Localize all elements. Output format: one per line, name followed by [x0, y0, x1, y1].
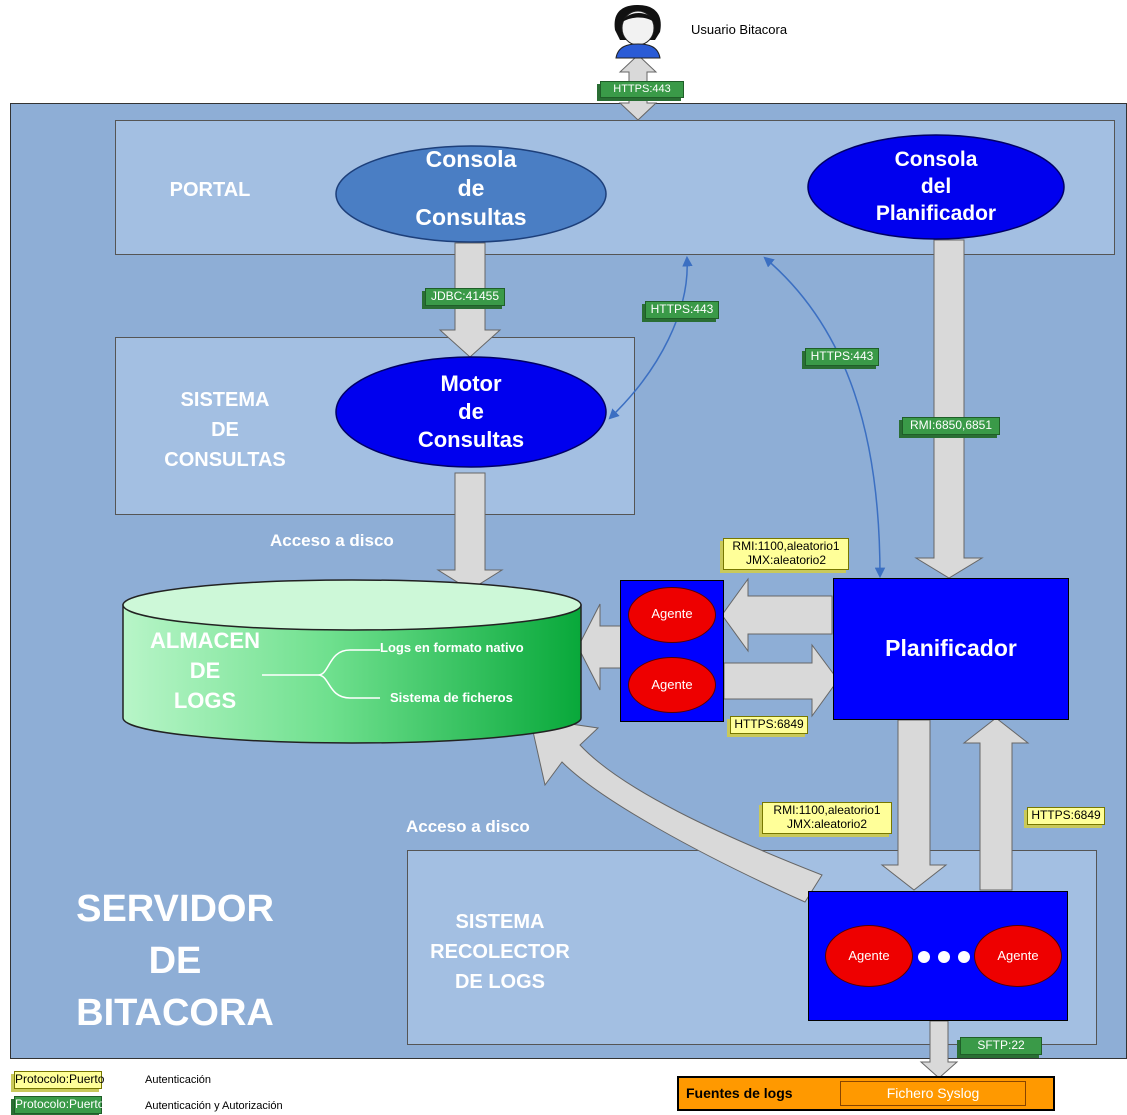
consola-planificador-label[interactable]: Consola del Planificador [875, 148, 997, 225]
tag-https-plan: HTTPS:443 [805, 348, 879, 366]
arrow-agent-to-almacen [577, 603, 623, 691]
tag-rmi-console: RMI:6850,6851 [902, 417, 1000, 435]
legend-yellow-tag: Protocolo:Puerto [14, 1071, 104, 1089]
acceso-disco-1: Acceso a disco [270, 531, 394, 550]
recolector-agente-2-label: Agente [997, 948, 1039, 963]
user-label: Usuario Bitacora [691, 22, 788, 37]
arrow-recolector-fuentes [919, 1020, 959, 1079]
tag-https-user: HTTPS:443 [600, 81, 684, 98]
arrow-recolector-almacen [529, 717, 823, 903]
planificador-box[interactable] [833, 578, 1069, 720]
agente-2-label: Agente [651, 677, 693, 692]
sistema-consultas-label: SISTEMA DE CONSULTAS [164, 389, 286, 471]
agente-1[interactable] [628, 587, 716, 643]
consola-planificador-ellipse [807, 134, 1065, 240]
almacen-cylinder-top [122, 579, 582, 631]
agente-1-label: Agente [651, 606, 693, 621]
arrow-motor-almacen [436, 472, 504, 591]
recolector-agente-2[interactable] [974, 925, 1062, 987]
planificador-label: Planificador [885, 635, 1017, 661]
consola-consultas-label[interactable]: Consola de Consultas [415, 146, 527, 230]
almacen-item-fs: Sistema de ficheros [390, 690, 513, 705]
almacen-bracket [262, 649, 380, 699]
motor-consultas-label[interactable]: Motor de Consultas [417, 371, 525, 452]
connector-plan-portal [763, 256, 886, 579]
portal-label: PORTAL [169, 179, 251, 201]
arrow-plan-to-recolector [880, 719, 948, 891]
legend-green-desc: Autenticación y Autorización [145, 1100, 283, 1112]
tag-https-recolector: HTTPS:6849 [1027, 807, 1105, 825]
fichero-syslog[interactable]: Fichero Syslog [840, 1081, 1026, 1106]
connector-motor-portal [608, 255, 693, 420]
agente-2[interactable] [628, 657, 716, 713]
legend-green-tag: Protocolo:Puerto [14, 1096, 104, 1114]
tag-rmi-recolector: RMI:1100,aleatorio1 JMX:aleatorio2 [762, 802, 892, 834]
arrow-plan-to-agent [721, 577, 833, 653]
tag-https-agent: HTTPS:6849 [730, 716, 808, 734]
recolector-agente-1-label: Agente [848, 948, 890, 963]
arrow-console-planificador [914, 239, 984, 579]
recolector-agente-1[interactable] [825, 925, 913, 987]
almacen-cylinder-body [122, 604, 582, 744]
consola-consultas-ellipse [335, 145, 607, 243]
almacen-label: ALMACEN DE LOGS [150, 628, 260, 713]
almacen-item-logs: Logs en formato nativo [380, 640, 524, 655]
acceso-disco-2: Acceso a disco [406, 817, 530, 836]
arrow-agent-to-plan [723, 643, 839, 718]
fuentes-label: Fuentes de logs [686, 1085, 793, 1101]
tag-sftp: SFTP:22 [960, 1037, 1042, 1055]
server-label: SERVIDOR DE BITACORA [76, 888, 274, 1034]
tag-https-motor: HTTPS:443 [645, 301, 719, 319]
legend-yellow-desc: Autenticación [145, 1074, 212, 1086]
user-avatar-icon [614, 5, 661, 59]
tag-jdbc: JDBC:41455 [425, 288, 505, 306]
arrow-recolector-to-plan [962, 717, 1030, 891]
tag-rmi-agent: RMI:1100,aleatorio1 JMX:aleatorio2 [723, 538, 849, 570]
recolector-label: SISTEMA RECOLECTOR DE LOGS [430, 911, 570, 993]
motor-consultas-ellipse [335, 356, 607, 468]
